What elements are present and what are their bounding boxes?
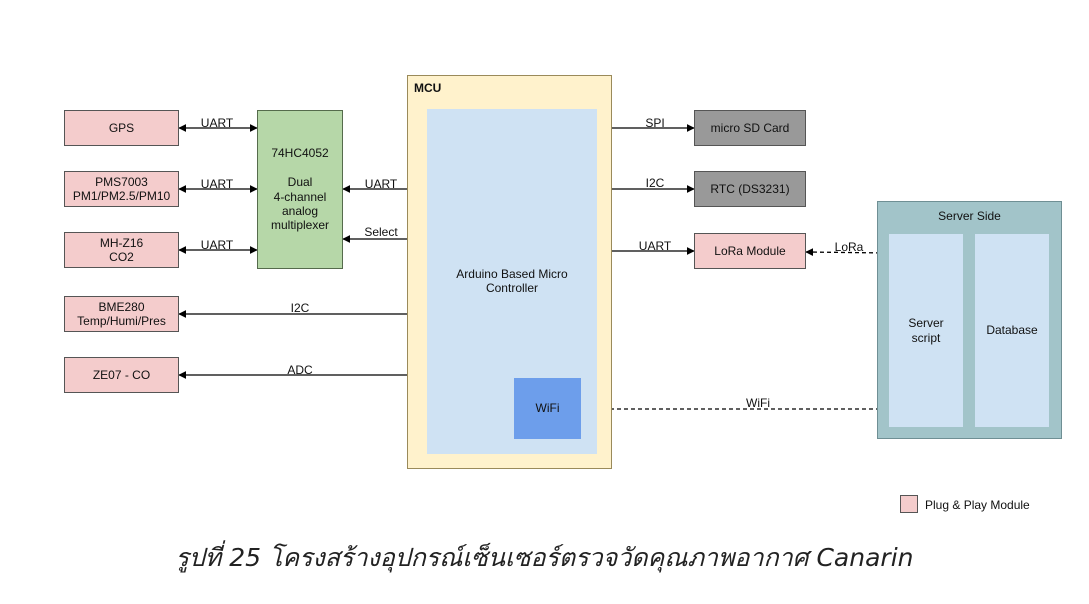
database: Database <box>975 234 1049 427</box>
multiplexer-74hc4052: 74HC4052 Dual 4-channel analog multiplex… <box>257 110 343 269</box>
mcu-title: MCU <box>414 81 442 95</box>
ze07-adc-label: ADC <box>287 363 313 377</box>
mhz-uart-label: UART <box>200 238 234 252</box>
server-side-title: Server Side <box>938 209 1001 223</box>
pms-uart-label: UART <box>200 177 234 191</box>
legend-label: Plug & Play Module <box>925 498 1030 512</box>
lora-module: LoRa Module <box>694 233 806 269</box>
lora-uart-label: UART <box>638 239 672 253</box>
ze07-module: ZE07 - CO <box>64 357 179 393</box>
server-script: Server script <box>889 234 963 427</box>
gps-uart-label: UART <box>200 116 234 130</box>
figure-caption: รูปที่ 25 โครงสร้างอุปกรณ์เซ็นเซอร์ตรวจว… <box>175 543 914 572</box>
pms7003-module: PMS7003 PM1/PM2.5/PM10 <box>64 171 179 207</box>
gps-module: GPS <box>64 110 179 146</box>
lora-link-label: LoRa <box>834 240 864 254</box>
wifi-link-label: WiFi <box>746 396 770 410</box>
bme280-module: BME280 Temp/Humi/Pres <box>64 296 179 332</box>
bme-i2c-label: I2C <box>290 301 310 315</box>
micro-sd-card: micro SD Card <box>694 110 806 146</box>
legend-swatch <box>900 495 918 513</box>
mh-z16-module: MH-Z16 CO2 <box>64 232 179 268</box>
mux-select-label: Select <box>364 225 398 239</box>
wifi-module: WiFi <box>514 378 581 439</box>
rtc-i2c-label: I2C <box>645 176 665 190</box>
sd-spi-label: SPI <box>645 116 665 130</box>
rtc-ds3231: RTC (DS3231) <box>694 171 806 207</box>
mux-uart-label: UART <box>364 177 398 191</box>
